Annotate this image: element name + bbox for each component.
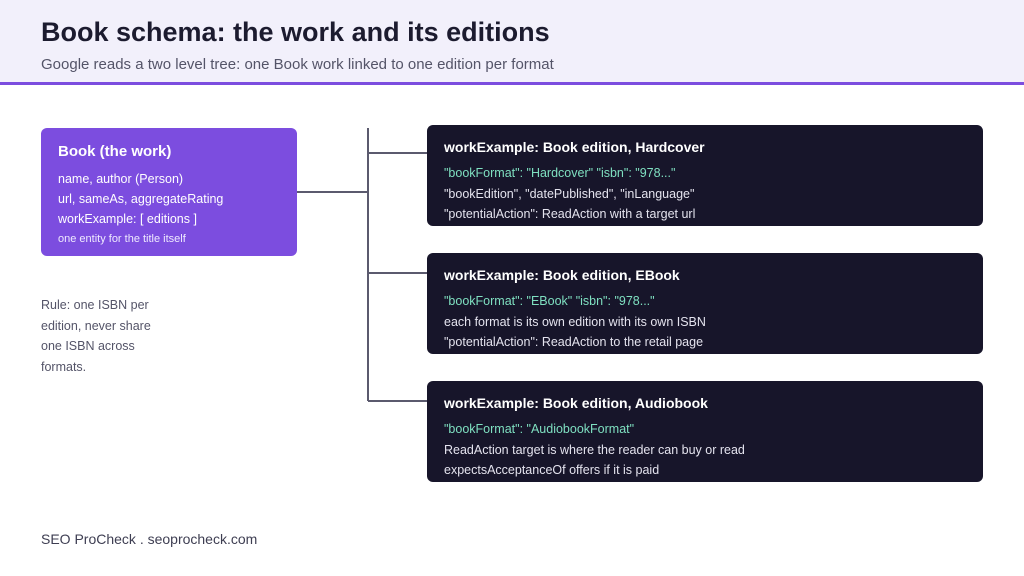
- edition-node-hardcover: workExample: Book edition, Hardcover "bo…: [427, 125, 983, 226]
- edition-code-line: "bookFormat": "Hardcover" "isbn": "978..…: [444, 166, 676, 180]
- edition-node-audiobook: workExample: Book edition, Audiobook "bo…: [427, 381, 983, 482]
- edition-property-line: "bookEdition", "datePublished", "inLangu…: [444, 186, 695, 201]
- edition-code-line: "bookFormat": "EBook" "isbn": "978...": [444, 294, 655, 308]
- book-work-node: Book (the work) name, author (Person) ur…: [41, 128, 297, 256]
- edition-property-line: "potentialAction": ReadAction with a tar…: [444, 207, 696, 221]
- edition-code-line: "bookFormat": "AudiobookFormat": [444, 422, 635, 436]
- work-title: Book (the work): [58, 143, 172, 160]
- edition-title: workExample: Book edition, Hardcover: [444, 139, 705, 155]
- edition-property-line: expectsAcceptanceOf offers if it is paid: [444, 463, 660, 477]
- work-property-line: url, sameAs, aggregateRating: [58, 192, 224, 206]
- edition-title: workExample: Book edition, EBook: [444, 267, 680, 283]
- isbn-rule-note: Rule: one ISBN per edition, never share …: [41, 298, 151, 374]
- edition-title: workExample: Book edition, Audiobook: [444, 395, 708, 411]
- page-title: Book schema: the work and its editions: [41, 17, 550, 47]
- header-band: Book schema: the work and its editions G…: [0, 0, 1024, 85]
- footer-credit: SEO ProCheck . seoprocheck.com: [41, 531, 258, 547]
- edition-property-line: each format is its own edition with its …: [444, 314, 706, 329]
- work-property-line: workExample: [ editions ]: [58, 212, 197, 226]
- page-subtitle: Google reads a two level tree: one Book …: [41, 56, 554, 73]
- edition-node-ebook: workExample: Book edition, EBook "bookFo…: [427, 253, 983, 354]
- work-property-line: name, author (Person): [58, 172, 184, 186]
- edition-property-line: "potentialAction": ReadAction to the ret…: [444, 335, 704, 349]
- edition-property-line: ReadAction target is where the reader ca…: [444, 442, 745, 457]
- work-note: one entity for the title itself: [58, 233, 186, 245]
